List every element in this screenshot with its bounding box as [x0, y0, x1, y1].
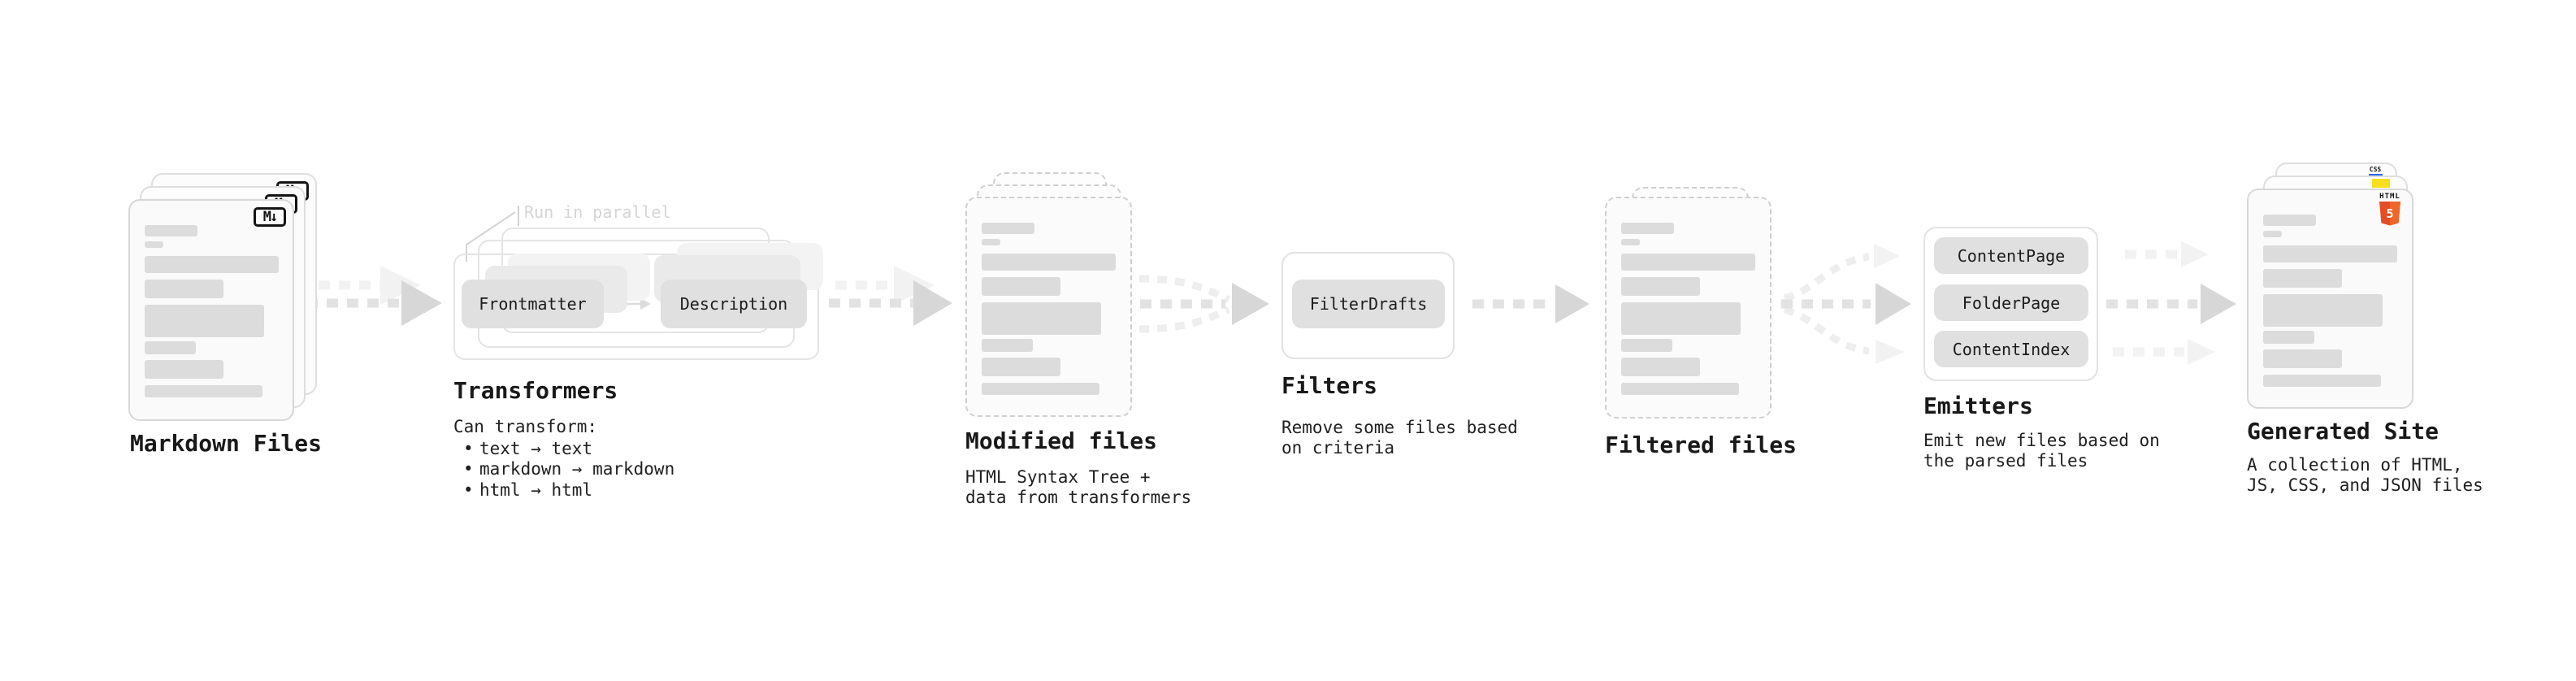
svg-text:5: 5 [2386, 206, 2393, 221]
skeleton-line [145, 280, 223, 298]
frontmatter-transformer-button: Frontmatter [462, 280, 604, 328]
skeleton-line [145, 225, 197, 236]
arrow-markdown-to-transformers [306, 266, 442, 326]
filterdrafts-button: FilterDrafts [1292, 280, 1445, 328]
skeleton-line [1621, 277, 1700, 296]
skeleton-line [2263, 215, 2316, 226]
html5-shield: 5 [2379, 202, 2400, 226]
filters-subtitle-line1: Remove some files based [1281, 418, 1518, 437]
skeleton-line [145, 341, 196, 354]
bullet-icon: • [463, 480, 474, 500]
skeleton-line [1621, 239, 1640, 245]
filters-subtitle-line2: on criteria [1281, 438, 1395, 458]
skeleton-line [2263, 294, 2383, 327]
transform-bullet-markdown: •markdown → markdown [463, 459, 675, 479]
contentpage-emitter-button: ContentPage [1934, 237, 2088, 274]
filtered-files-label: Filtered files [1605, 432, 1798, 458]
skeleton-line [982, 239, 1000, 245]
skeleton-line [982, 254, 1116, 271]
skeleton-line [1621, 254, 1755, 271]
skeleton-line [982, 223, 1034, 234]
html5-icon: HTML 5 [2378, 193, 2402, 230]
modified-files-subtitle-line2: data from transformers [965, 488, 1192, 507]
skeleton-line [1621, 383, 1739, 395]
skeleton-line [1621, 223, 1674, 234]
skeleton-line [982, 358, 1060, 376]
generated-site-subtitle-line2: JS, CSS, and JSON files [2247, 475, 2483, 495]
generated-site-label: Generated Site [2247, 418, 2439, 445]
skeleton-line [145, 256, 279, 273]
contentindex-emitter-button: ContentIndex [1934, 331, 2088, 367]
modified-files-subtitle-line1: HTML Syntax Tree + [965, 467, 1151, 487]
transformers-subtitle: Can transform: [453, 417, 598, 436]
generated-site-subtitle-line1: A collection of HTML, [2247, 455, 2463, 475]
skeleton-line [2263, 349, 2342, 368]
skeleton-line [2263, 269, 2342, 288]
transform-bullet-html: •html → html [463, 480, 593, 500]
skeleton-line [1621, 302, 1741, 335]
skeleton-line [2263, 245, 2397, 262]
emitters-subtitle-line2: the parsed files [1923, 451, 2088, 471]
emitters-subtitle-line1: Emit new files based on [1923, 431, 2160, 450]
arrow-filters-to-filtered [1472, 284, 1589, 323]
filtered-file-front [1605, 197, 1772, 419]
skeleton-line [1621, 339, 1672, 352]
skeleton-line [145, 241, 163, 248]
skeleton-line [982, 339, 1033, 352]
modified-files-label: Modified files [965, 427, 1158, 454]
arrow-emitters-to-generated [2106, 241, 2236, 365]
markdown-files-label: Markdown Files [130, 430, 323, 457]
description-transformer-button: Description [661, 280, 807, 328]
filters-label: Filters [1281, 372, 1378, 399]
arrow-modified-to-filters [1138, 275, 1269, 333]
folderpage-emitter-button: FolderPage [1934, 284, 2088, 321]
skeleton-line [2263, 231, 2282, 237]
skeleton-line [982, 383, 1099, 395]
skeleton-line [145, 385, 262, 397]
arrow-filtered-to-emitters [1781, 244, 1911, 364]
arrow-transformers-to-modified [829, 266, 952, 326]
generated-html-file: HTML 5 [2247, 189, 2413, 409]
skeleton-line [145, 305, 264, 337]
modified-file-front [965, 197, 1132, 417]
skeleton-line [2263, 331, 2314, 344]
transformers-label: Transformers [453, 377, 618, 404]
skeleton-line [145, 360, 223, 379]
bullet-icon: • [463, 459, 474, 479]
markdown-file-front: M↓ [128, 199, 294, 421]
skeleton-line [982, 302, 1101, 335]
skeleton-line [982, 277, 1060, 296]
markdown-icon: M↓ [254, 207, 286, 227]
emitters-label: Emitters [1923, 393, 2033, 419]
skeleton-line [2263, 375, 2381, 387]
skeleton-line [1621, 358, 1700, 376]
bullet-icon: • [463, 439, 474, 458]
js-icon [2372, 179, 2390, 188]
run-in-parallel-annotation: Run in parallel [524, 202, 671, 222]
transform-bullet-text: •text → text [463, 439, 593, 458]
